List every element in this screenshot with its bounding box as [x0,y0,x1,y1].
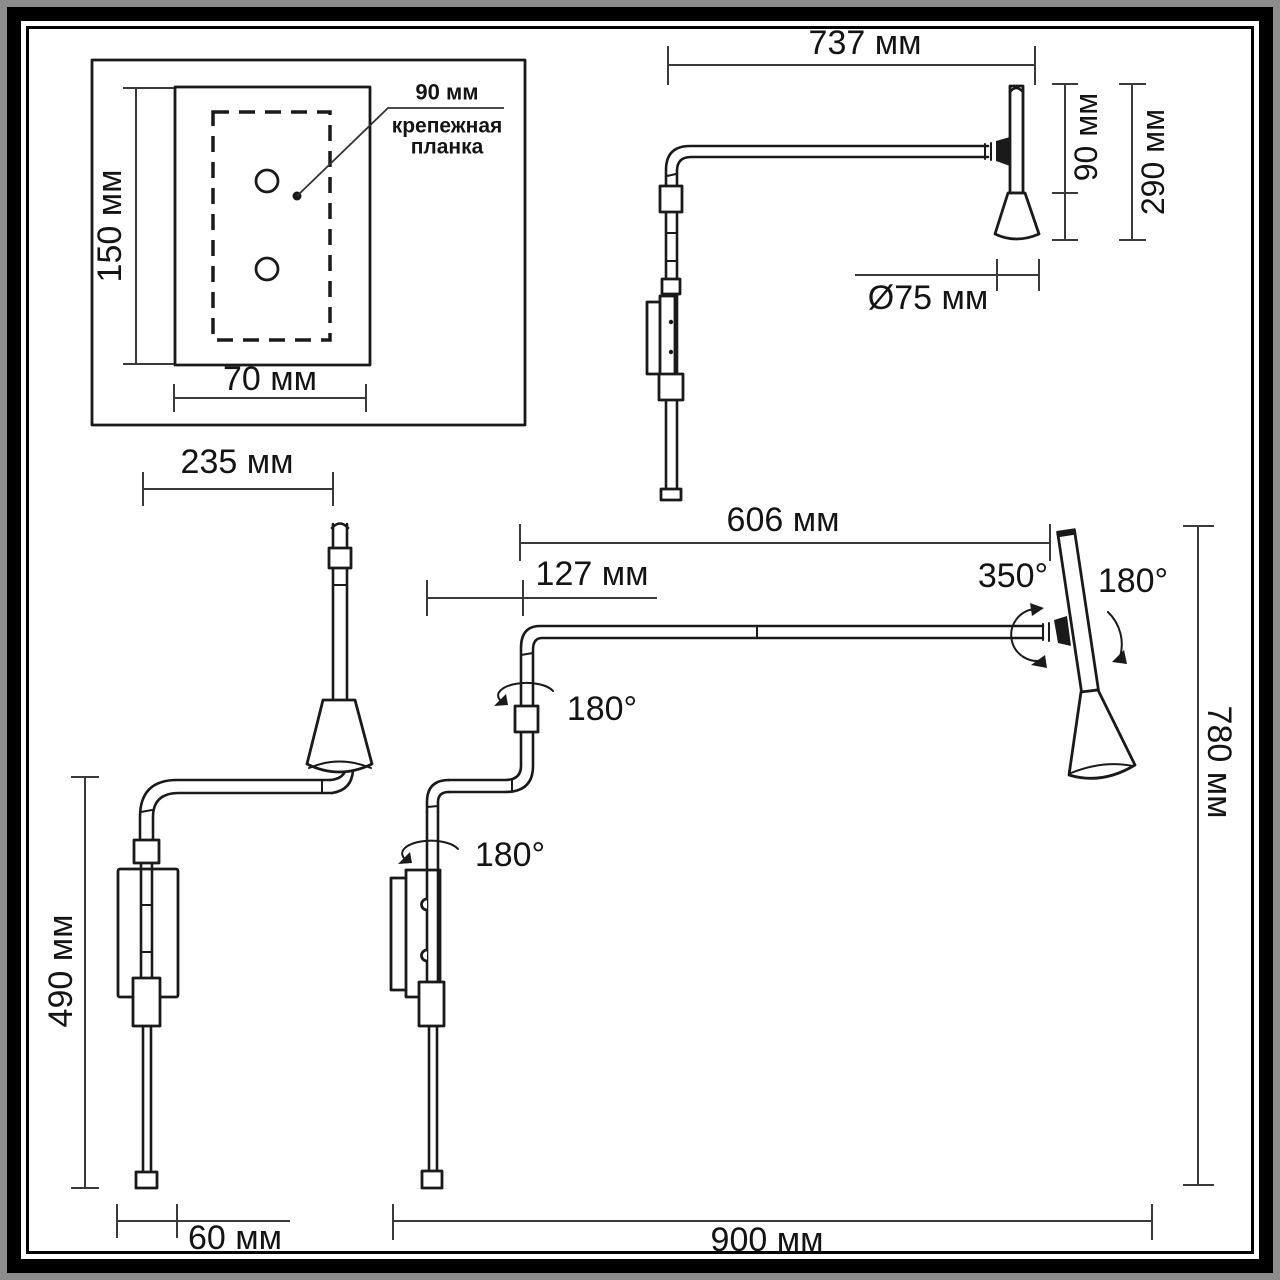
pole-connector [658,184,684,214]
head-stem-cap [330,522,350,530]
rod-foot [659,487,683,502]
joint-line [666,173,677,177]
arrowhead [1030,603,1044,616]
callout-value: 90 мм [415,80,478,105]
joint-line [140,809,153,813]
rotation-arc [1107,611,1123,658]
joint-line [426,805,439,808]
dim-label-head-height: 290 мм [1135,109,1171,215]
backplate-outline [173,85,372,367]
joint-line [520,652,534,656]
upper-swivel-joint [513,704,540,734]
arrowhead [1112,650,1127,664]
front-view: 606 мм 127 мм 180° [389,501,1238,1259]
rotation-arrow-icon [398,839,459,864]
screw-dot [668,349,674,355]
callout-text-line2: планка [411,136,484,159]
rotation-arc [497,681,554,701]
side-view-arm-folded: 235 мм 490 мм 60 мм [42,443,374,1257]
head-pivot [996,137,1010,166]
mid-link-inner [447,704,523,782]
top-arm-outer [519,624,1045,708]
shade-rim [308,760,372,769]
dim-label-arm-length: 737 мм [809,24,922,62]
head-stem-cap [1057,529,1076,538]
rod-foot [134,1170,159,1190]
lower-elbow-outer [425,778,451,814]
rotation-label-head-swivel: 350° [978,557,1048,595]
mid-link-outer [447,704,535,794]
rotation-label-lower-swivel: 180° [475,836,545,874]
dim-label-arm-offset: 127 мм [536,555,649,593]
dim-label-plate-width: 70 мм [223,360,317,398]
dim-label-arm-length: 606 мм [727,501,840,539]
callout-text-line1: крепежная [392,115,503,138]
rotation-arrow-icon [494,681,554,706]
dim-label-shade-diameter: Ø75 мм [868,279,988,317]
rotation-arc [401,839,459,859]
dim-label-shade-height: 90 мм [1068,93,1104,181]
mounting-bracket-dashed-outline [211,110,332,342]
rotation-label-head-tilt: 180° [1098,562,1168,600]
rod-joint [657,372,685,402]
head-stem-cap [1008,86,1025,94]
screw-bump [420,948,428,963]
dim-label-plate-height: 150 мм [91,170,129,283]
rod-foot [420,1169,444,1190]
screw-hole-top [254,168,280,194]
screw-dot [668,319,674,325]
screw-bump [420,897,428,912]
head-pivot [1054,616,1071,646]
lamp-shade-cone [993,191,1041,241]
screw-hole-bottom [254,256,280,282]
wall-bracket [658,294,677,382]
rotation-label-upper-swivel: 180° [567,690,637,728]
arm-tube-inner [675,155,990,492]
lamp-shade-cone [305,698,374,774]
arrowhead [1031,655,1047,668]
head-stem [1008,84,1025,195]
dim-label-height: 490 мм [42,915,80,1028]
pole-connector [660,277,682,296]
arrowhead [398,852,412,864]
rotation-arrow-icon [1010,603,1047,668]
dim-label-projection: 235 мм [181,443,294,481]
rod-joint [131,976,162,1028]
arm-tube-outer [664,144,990,492]
arrowhead [494,694,508,706]
side-view-arm-extended: 737 мм 90 мм 290 мм [645,24,1171,502]
arm-tube-inner [151,791,334,842]
top-arm-inner [531,636,1045,708]
rod-connector [132,838,161,865]
dim-label-overall-height: 780 мм [1200,706,1238,819]
rotation-arrow-icon [1107,611,1127,664]
shade-rim [1070,763,1134,774]
leader-line [296,107,504,197]
rotation-arc [1010,608,1045,662]
rod-joint [417,980,446,1028]
stem-collar [327,546,353,570]
arm-tube-outer [138,778,332,842]
lamp-shade-cone [1067,688,1137,780]
dim-label-overall-width: 900 мм [711,1221,824,1259]
lower-elbow-inner [436,790,451,814]
wall-bracket [404,868,442,999]
mounting-plate-detail-view: 150 мм 70 мм 90 мм крепежная планка [90,58,527,427]
dim-label-base-width: 60 мм [188,1219,282,1257]
arm-elbow [330,768,355,795]
